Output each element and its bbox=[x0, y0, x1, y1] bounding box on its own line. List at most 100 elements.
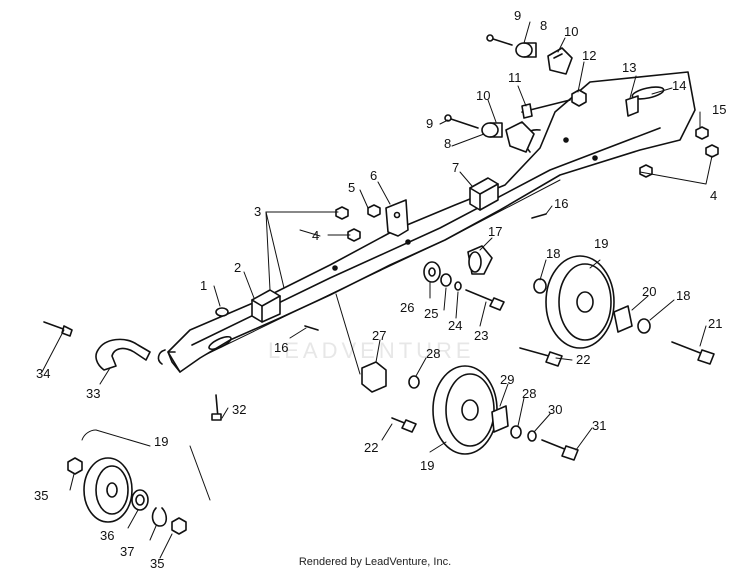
callout-15: 15 bbox=[712, 102, 726, 117]
part-6-bracket bbox=[385, 199, 409, 237]
part-13-clip bbox=[625, 95, 639, 117]
callout-14: 14 bbox=[672, 78, 686, 93]
callout-18-b: 18 bbox=[676, 288, 690, 303]
part-34-bolt bbox=[43, 321, 73, 337]
callout-9-mid: 9 bbox=[426, 116, 433, 131]
callout-28-b: 28 bbox=[522, 386, 536, 401]
callout-16-left: 16 bbox=[274, 340, 288, 355]
part-29-spacer bbox=[491, 405, 509, 433]
part-26-spacer bbox=[423, 261, 441, 283]
part-37-snap-ring bbox=[151, 507, 168, 527]
callout-8-top: 8 bbox=[540, 18, 547, 33]
part-36-bearing bbox=[131, 489, 149, 511]
callout-5: 5 bbox=[348, 180, 355, 195]
part-28-washer-a bbox=[408, 375, 420, 389]
callout-23: 23 bbox=[474, 328, 488, 343]
callout-20: 20 bbox=[642, 284, 656, 299]
callout-22-right: 22 bbox=[576, 352, 590, 367]
part-19-idler-wheel-center bbox=[432, 365, 498, 455]
part-32-bolt bbox=[211, 394, 222, 421]
callout-37: 37 bbox=[120, 544, 134, 559]
part-3-nut-a bbox=[335, 206, 349, 220]
part-35-bolt-a bbox=[67, 457, 83, 475]
part-20-spacer bbox=[613, 305, 633, 333]
callout-labels: 1 2 3 4 4 5 6 7 8 8 9 9 10 10 11 12 13 1… bbox=[34, 8, 726, 571]
callout-29: 29 bbox=[500, 372, 514, 387]
part-21-bolt bbox=[671, 341, 715, 365]
callout-13: 13 bbox=[622, 60, 636, 75]
part-12-nut bbox=[571, 89, 587, 107]
callout-16-right: 16 bbox=[554, 196, 568, 211]
part-16-bolt-a bbox=[531, 213, 547, 219]
part-16-bolt-b bbox=[304, 325, 319, 331]
part-4-nut-a bbox=[347, 228, 361, 242]
callout-8-mid: 8 bbox=[444, 136, 451, 151]
callout-36: 36 bbox=[100, 528, 114, 543]
part-19-idler-wheel-right bbox=[545, 255, 615, 349]
callout-26: 26 bbox=[400, 300, 414, 315]
leader-lines bbox=[41, 21, 713, 559]
callout-18-a: 18 bbox=[546, 246, 560, 261]
suspension-rail bbox=[157, 71, 696, 373]
callout-19-left: 19 bbox=[154, 434, 168, 449]
part-8-bumper-mid bbox=[481, 122, 503, 138]
part-18-washer-b bbox=[637, 318, 651, 334]
part-22-bolt-lower bbox=[391, 417, 417, 433]
part-33-wear-strip-tip bbox=[95, 338, 151, 371]
watermark-text: LEADVENTURE bbox=[268, 338, 475, 363]
callout-25: 25 bbox=[424, 306, 438, 321]
callout-24: 24 bbox=[448, 318, 462, 333]
callout-35-left: 35 bbox=[34, 488, 48, 503]
callout-34: 34 bbox=[36, 366, 50, 381]
callout-19-right: 19 bbox=[594, 236, 608, 251]
callout-28-a: 28 bbox=[426, 346, 440, 361]
part-11-bolt bbox=[521, 99, 571, 119]
part-8-bumper-top bbox=[515, 42, 537, 58]
callout-21: 21 bbox=[708, 316, 722, 331]
part-24-washer bbox=[454, 281, 462, 291]
callout-17: 17 bbox=[488, 224, 502, 239]
part-9-bolt-mid bbox=[444, 114, 479, 129]
part-30-washer bbox=[527, 430, 537, 442]
part-1-nut bbox=[215, 307, 229, 317]
part-28-washer-b bbox=[510, 425, 522, 439]
part-5-nut bbox=[367, 204, 381, 218]
part-15-bolt bbox=[695, 126, 709, 140]
part-9-bolt-top bbox=[486, 34, 513, 46]
callout-2: 2 bbox=[234, 260, 241, 275]
callout-33: 33 bbox=[86, 386, 100, 401]
callout-7: 7 bbox=[452, 160, 459, 175]
callout-19-center: 19 bbox=[420, 458, 434, 473]
callout-4-left: 4 bbox=[312, 228, 319, 243]
part-4-nut-b bbox=[639, 144, 719, 178]
callout-30: 30 bbox=[548, 402, 562, 417]
callout-22-lower: 22 bbox=[364, 440, 378, 455]
part-35-bolt-b bbox=[171, 517, 187, 535]
part-25-washer bbox=[440, 273, 452, 287]
callout-31: 31 bbox=[592, 418, 606, 433]
part-31-bolt bbox=[541, 439, 579, 461]
part-27-bracket bbox=[361, 361, 387, 393]
callout-9-top: 9 bbox=[514, 8, 521, 23]
part-17-bracket bbox=[467, 245, 493, 275]
callout-11: 11 bbox=[508, 70, 522, 85]
callout-4-right: 4 bbox=[710, 188, 717, 203]
footer-credit: Rendered by LeadVenture, Inc. bbox=[298, 556, 452, 568]
part-10-bumper-top bbox=[547, 47, 573, 75]
callout-35-right: 35 bbox=[150, 556, 164, 571]
part-10-bumper-mid bbox=[505, 121, 535, 153]
callout-10-mid: 10 bbox=[476, 88, 490, 103]
callout-27: 27 bbox=[372, 328, 386, 343]
part-18-washer-a bbox=[533, 278, 547, 294]
callout-1: 1 bbox=[200, 278, 207, 293]
part-23-bolt bbox=[465, 289, 505, 311]
part-7-slider-block bbox=[469, 177, 499, 211]
part-19-idler-wheel-left bbox=[83, 457, 133, 523]
callout-6: 6 bbox=[370, 168, 377, 183]
callout-32: 32 bbox=[232, 402, 246, 417]
part-22-bolt-right bbox=[519, 347, 563, 367]
callout-10-top: 10 bbox=[564, 24, 578, 39]
callout-12: 12 bbox=[582, 48, 596, 63]
